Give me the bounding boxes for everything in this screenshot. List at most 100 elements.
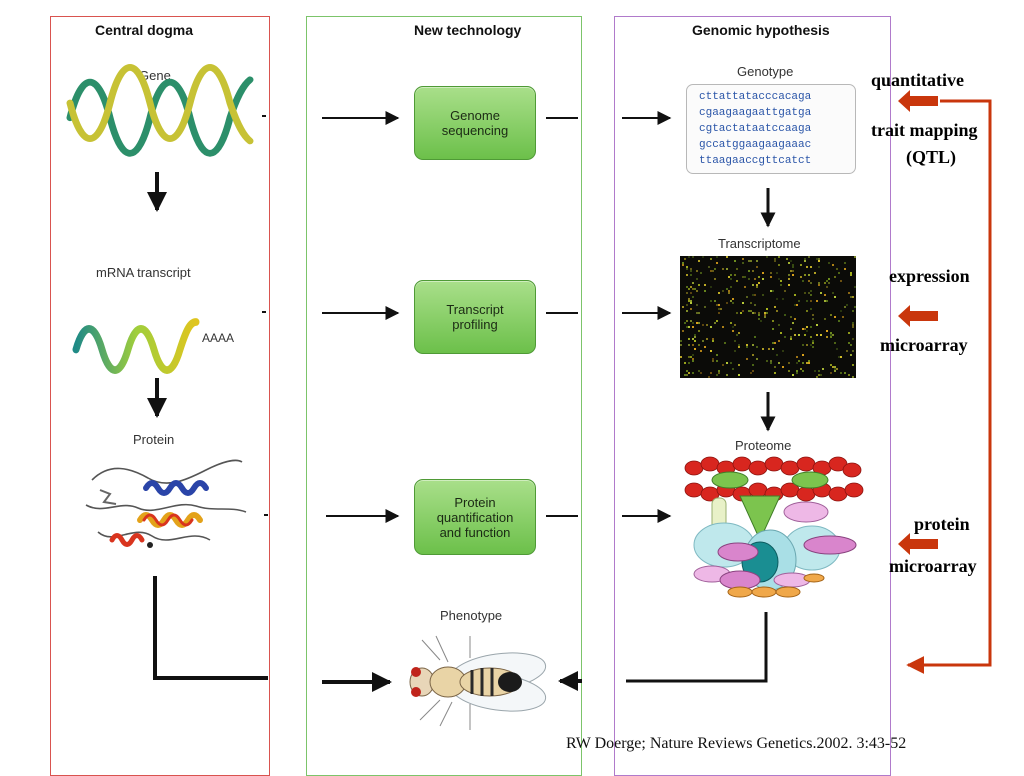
microarray-spot [756, 286, 758, 288]
microarray-spot [758, 276, 760, 278]
microarray-spot [692, 296, 694, 298]
microarray-spot [798, 334, 800, 336]
microarray-spot [712, 358, 714, 360]
microarray-spot [834, 366, 836, 368]
microarray-spot [732, 368, 734, 370]
microarray-spot [844, 306, 846, 308]
microarray-spot [688, 288, 690, 290]
microarray-spot [696, 304, 698, 306]
microarray-spot [798, 360, 800, 362]
microarray-spot [816, 300, 818, 302]
microarray-spot [832, 292, 834, 294]
microarray-spot [818, 284, 820, 286]
microarray-spot [692, 288, 694, 290]
microarray-spot [838, 272, 840, 274]
microarray-spot [734, 274, 736, 276]
microarray-spot [748, 278, 750, 280]
microarray-spot [796, 304, 798, 306]
microarray-spot [758, 312, 760, 314]
microarray-spot [762, 294, 764, 296]
microarray-spot [692, 256, 694, 258]
microarray-spot [776, 310, 778, 312]
microarray-spot [714, 300, 716, 302]
microarray-spot [808, 280, 810, 282]
proteome-to-phenotype-connector [626, 612, 768, 683]
microarray-spot [692, 360, 694, 362]
microarray-spot [738, 344, 740, 346]
microarray-spot [732, 326, 734, 328]
microarray-spot [814, 272, 816, 274]
microarray-spot [834, 342, 836, 344]
microarray-spot [710, 258, 712, 260]
microarray-spot [854, 306, 856, 308]
microarray-spot [732, 330, 734, 332]
microarray-spot [828, 282, 830, 284]
microarray-spot [808, 292, 810, 294]
microarray-spot [792, 374, 794, 376]
microarray-spot [714, 322, 716, 324]
dna-helix-icon [66, 64, 266, 157]
microarray-spot [700, 350, 702, 352]
protein-to-phenotype-connector [153, 576, 268, 680]
microarray-spot [692, 344, 694, 346]
microarray-spot [778, 362, 780, 364]
feedback-loop-arrow [906, 99, 992, 674]
microarray-spot [794, 304, 796, 306]
microarray-spot [686, 268, 688, 270]
central-dogma-title: Central dogma [95, 22, 194, 38]
microarray-spot [788, 274, 790, 276]
microarray-spot [688, 300, 690, 302]
microarray-spot [722, 290, 724, 292]
microarray-spot [770, 276, 772, 278]
microarray-spot [748, 270, 750, 272]
microarray-spot [722, 326, 724, 328]
microarray-spot [848, 374, 850, 376]
microarray-spot [852, 364, 854, 366]
microarray-spot [680, 344, 682, 346]
microarray-spot [818, 260, 820, 262]
microarray-spot [742, 310, 744, 312]
microarray-spot [774, 342, 776, 344]
microarray-spot [690, 268, 692, 270]
microarray-spot [688, 256, 690, 258]
microarray-spot [778, 278, 780, 280]
microarray-spot [692, 322, 694, 324]
microarray-spot [812, 346, 814, 348]
transcriptome-label: Transcriptome [718, 236, 801, 251]
microarray-spot [698, 330, 700, 332]
microarray-spot [742, 262, 744, 264]
microarray-spot [804, 292, 806, 294]
microarray-spot [816, 334, 818, 336]
microarray-spot [792, 274, 794, 276]
microarray-spot [802, 370, 804, 372]
microarray-spot [766, 360, 768, 362]
microarray-spot [770, 272, 772, 274]
microarray-spot [702, 340, 704, 342]
microarray-spot [748, 310, 750, 312]
microarray-spot [700, 372, 702, 374]
microarray-spot [784, 314, 786, 316]
microarray-spot [772, 290, 774, 292]
microarray-spot [712, 360, 714, 362]
microarray-spot [826, 286, 828, 288]
microarray-spot [844, 372, 846, 374]
microarray-spot [808, 274, 810, 276]
microarray-spot [772, 320, 774, 322]
microarray-spot [694, 334, 696, 336]
microarray-spot [808, 256, 810, 258]
microarray-spot [780, 332, 782, 334]
microarray-spot [734, 324, 736, 326]
microarray-spot [792, 266, 794, 268]
microarray-spot [796, 356, 798, 358]
genotype-sequence-line: ttaagaaccgttcatct [699, 155, 812, 167]
microarray-spot [750, 310, 752, 312]
protein-label-line2: microarray [889, 556, 977, 576]
microarray-spot [730, 278, 732, 280]
microarray-spot [696, 322, 698, 324]
microarray-spot [812, 314, 814, 316]
microarray-spot [712, 340, 714, 342]
microarray-spot [726, 256, 728, 258]
mrna-label: mRNA transcript [96, 265, 191, 280]
microarray-spot [804, 258, 806, 260]
protein-label: Protein [133, 432, 175, 447]
